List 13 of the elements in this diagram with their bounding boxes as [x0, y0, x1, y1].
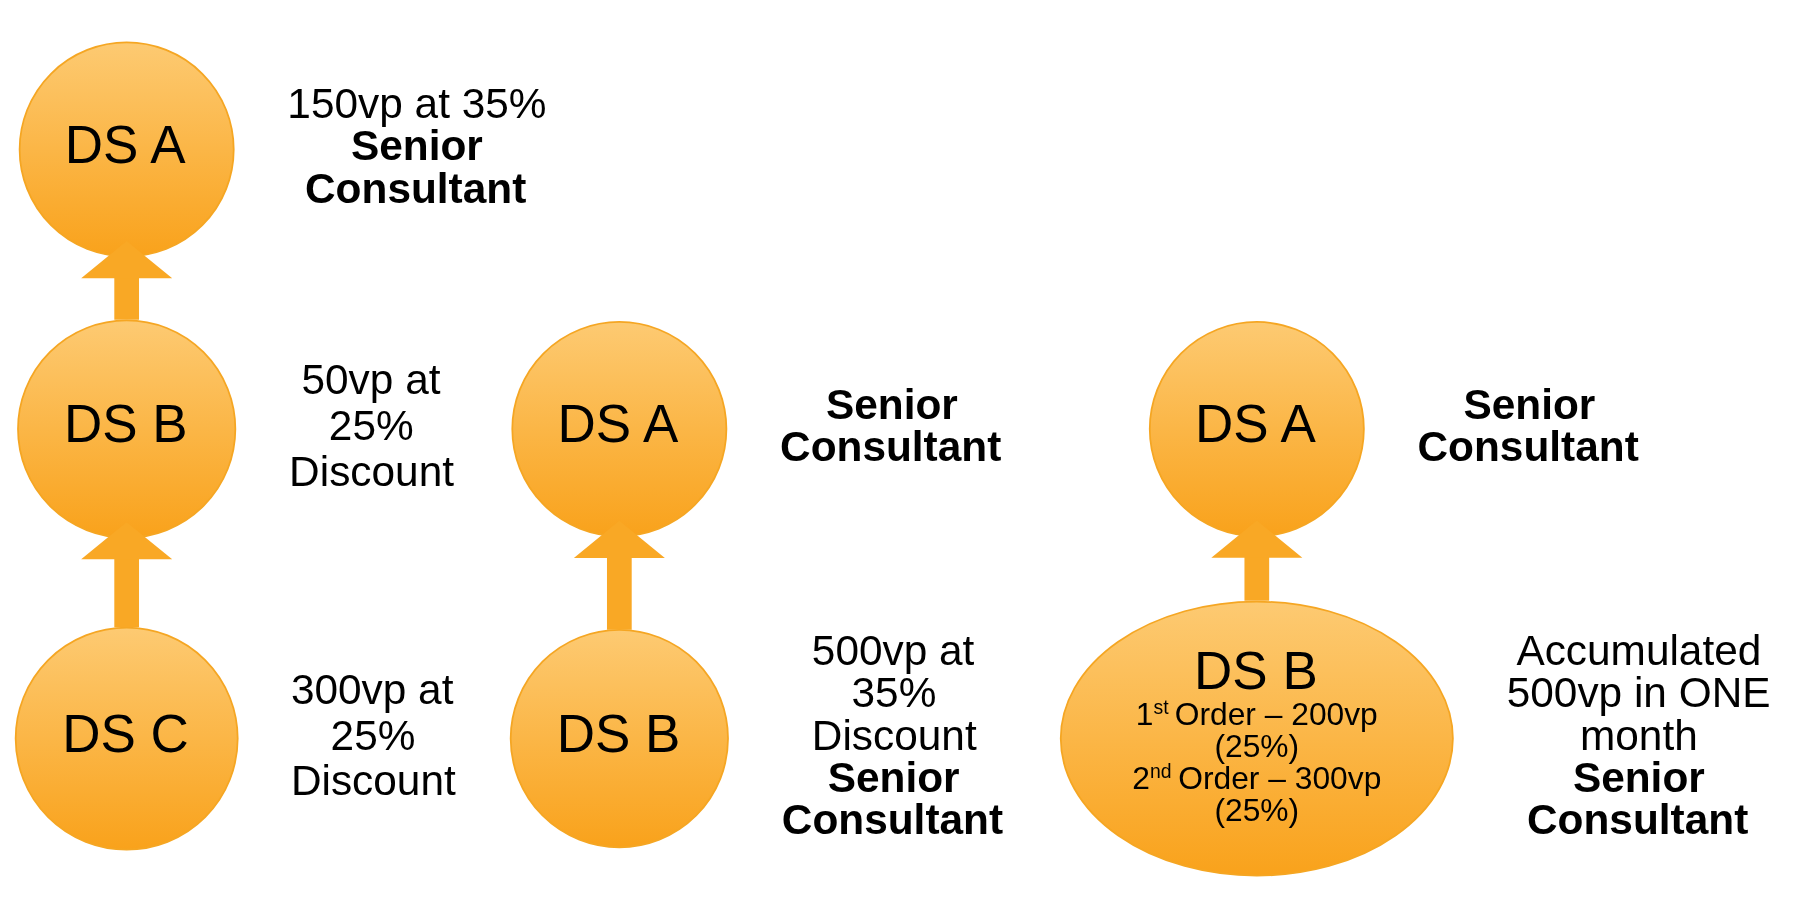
node-label: 300vp at 25% Discount [290, 665, 456, 805]
node-circle: DS B [509, 629, 729, 849]
node-label: Senior Consultant [1417, 380, 1639, 471]
node-circle: DS A [1148, 321, 1365, 537]
node-label: 50vp at 25% Discount [289, 356, 454, 495]
node-circle: DS A [511, 321, 728, 537]
node-circle: DS C [14, 626, 239, 851]
node-ellipse: DS B 1$^{st}$ Order – 200vp (25%) 2$^{nd}$ Order – 300vp (25%) [1059, 600, 1454, 877]
arrow [81, 241, 173, 320]
node-circle: DS B [17, 319, 237, 539]
node-label: Senior Consultant [780, 380, 1002, 471]
node-circle: DS A [18, 41, 235, 258]
node-label: 150vp at 35% [287, 80, 547, 128]
